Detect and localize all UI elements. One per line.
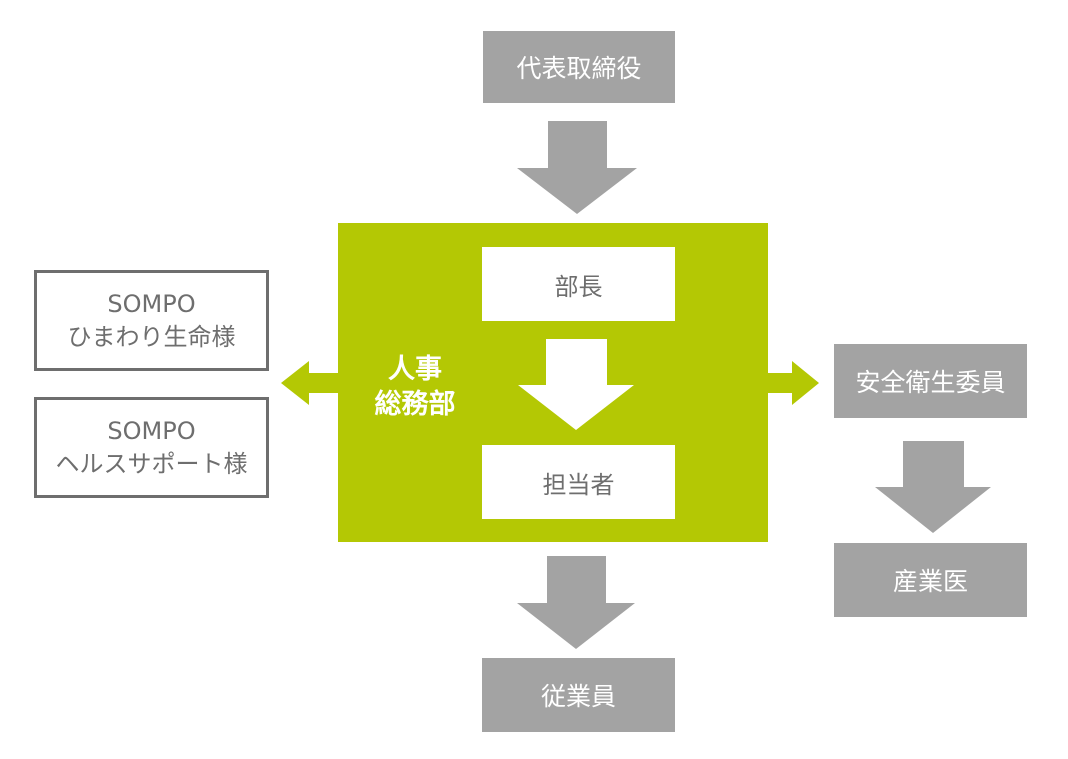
- arrow-right-icon: [767, 361, 819, 405]
- arrow-down-icon: [518, 339, 634, 430]
- department-head-label: 部長: [554, 272, 603, 301]
- partner-box-sompo-himawari: SOMPO ひまわり生命様: [34, 270, 269, 371]
- ceo-label: 代表取締役: [516, 54, 642, 83]
- safety-committee-label: 安全衛生委員: [855, 368, 1006, 397]
- staff-box: 担当者: [482, 445, 675, 519]
- ceo-box: 代表取締役: [483, 31, 675, 103]
- industrial-physician-label: 産業医: [892, 567, 968, 596]
- department-label-line1: 人事: [388, 354, 442, 385]
- partner-subtitle: ヘルスサポート様: [55, 449, 248, 478]
- department-label-line2: 総務部: [374, 389, 456, 421]
- arrow-down-icon: [875, 441, 991, 533]
- partner-subtitle: ひまわり生命様: [67, 322, 236, 351]
- partner-box-sompo-health-support: SOMPO ヘルスサポート様: [34, 397, 269, 498]
- arrow-left-icon: [281, 361, 339, 405]
- department-head-box: 部長: [482, 247, 675, 321]
- industrial-physician-box: 産業医: [834, 543, 1027, 617]
- department-label: 人事 総務部: [360, 352, 470, 422]
- employees-box: 従業員: [482, 658, 675, 732]
- staff-label: 担当者: [542, 470, 615, 499]
- arrow-down-icon: [517, 556, 635, 649]
- safety-committee-box: 安全衛生委員: [834, 344, 1027, 418]
- partner-name: SOMPO: [107, 417, 196, 446]
- partner-name: SOMPO: [107, 290, 196, 319]
- arrow-down-icon: [517, 121, 637, 214]
- employees-label: 従業員: [540, 682, 616, 711]
